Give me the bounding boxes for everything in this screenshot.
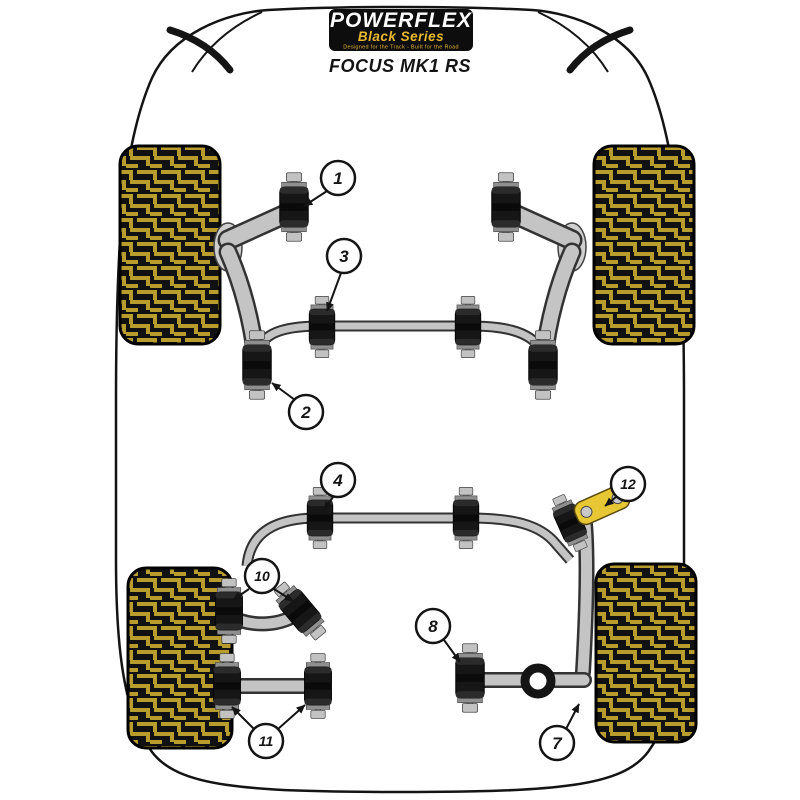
tagline-text: Designed for the Track - Built for the R… (343, 45, 459, 51)
callout-4-label: 4 (332, 471, 343, 490)
tire-rear-right (594, 562, 698, 744)
rear-left-lower-bush-inner (213, 653, 241, 719)
callout-10-label: 10 (254, 568, 270, 584)
callout-11: 11 (231, 704, 306, 760)
brand-text: POWERFLEX (330, 9, 473, 32)
callout-10: 10 (232, 557, 294, 602)
callout-8: 8 (414, 607, 461, 663)
callout-1-label: 1 (333, 169, 342, 188)
model-title: FOCUS MK1 RS (329, 56, 471, 76)
tire-front-right (592, 144, 696, 346)
callout-11-label: 11 (259, 733, 274, 749)
hood-line-right (537, 11, 609, 73)
hood-line-left (191, 11, 263, 73)
callout-2: 2 (271, 382, 325, 431)
callout-7: 7 (538, 703, 580, 762)
rear-right-lower-bush (455, 643, 485, 713)
rear-arb-bush-right (452, 486, 480, 550)
callout-3: 3 (325, 237, 363, 312)
callout-1: 1 (303, 159, 357, 207)
callout-8-label: 8 (428, 617, 438, 636)
callout-2-label: 2 (300, 403, 311, 422)
tire-front-left (118, 144, 222, 346)
rear-left-lower-bush-outer (304, 653, 332, 719)
powerflex-logo: POWERFLEX Black Series Designed for the … (329, 9, 473, 51)
front-arb-bush-left (308, 295, 336, 359)
rear-arb-bush-left (306, 486, 334, 550)
front-arb-bar-fill (255, 322, 543, 352)
callout-12: 12 (604, 465, 647, 507)
wiper-left-icon (166, 26, 234, 74)
rear-left-trailing-bush-inner (215, 578, 243, 644)
callout-4: 4 (319, 461, 357, 511)
callout-12-label: 12 (620, 476, 636, 492)
series-text: Black Series (358, 29, 444, 44)
rear-right-arm-eye (520, 663, 556, 699)
wiper-right-icon (566, 26, 634, 74)
callout-7-label: 7 (552, 734, 563, 753)
callout-3-label: 3 (339, 247, 349, 266)
front-arb-bush-right (454, 295, 482, 359)
rear-arb-bar-fill (243, 514, 573, 567)
